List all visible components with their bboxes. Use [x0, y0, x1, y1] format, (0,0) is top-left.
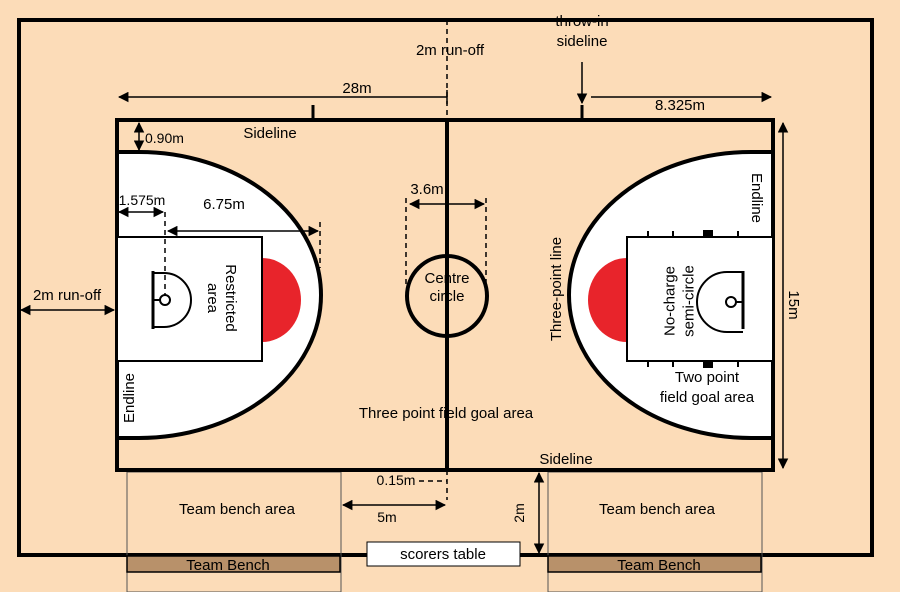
- restricted-semicircle-right: [588, 258, 627, 342]
- label-2m: 2m: [511, 503, 527, 522]
- label-width-15m: 15m: [785, 290, 802, 319]
- label-restricted-area: Restrictedarea: [204, 264, 239, 332]
- label-runoff-left: 2m run-off: [33, 287, 102, 304]
- restricted-semicircle-left: [262, 258, 301, 342]
- basket-right: [696, 271, 745, 333]
- label-015m: 0.15m: [377, 472, 416, 488]
- label-team-bench-left: Team Bench: [186, 557, 269, 574]
- label-endline-left: Endline: [121, 373, 138, 423]
- team-bench-left: [126, 555, 341, 573]
- label-090m: 0.90m: [145, 130, 184, 146]
- label-three-point-area: Three point field goal area: [359, 405, 534, 422]
- label-centre-diameter: 3.6m: [410, 181, 443, 198]
- key-left: [116, 236, 263, 362]
- label-scorers-table: scorers table: [400, 546, 486, 563]
- label-5m: 5m: [377, 509, 396, 525]
- label-team-bench-area-right: Team bench area: [599, 501, 716, 518]
- label-three-pt-radius: 6.75m: [203, 196, 245, 213]
- label-sideline-top: Sideline: [243, 125, 296, 142]
- centre-circle: [405, 254, 489, 338]
- label-sideline-bottom: Sideline: [539, 451, 592, 468]
- label-team-bench-area-left: Team bench area: [179, 501, 296, 518]
- label-runoff-top: 2m run-off: [416, 42, 485, 59]
- label-length-28m: 28m: [342, 80, 371, 97]
- lane-markers: [647, 230, 739, 368]
- scorers-table: [366, 541, 521, 567]
- label-1575m: 1.575m: [119, 192, 166, 208]
- dimension-arrows: [19, 62, 789, 555]
- label-team-bench-right: Team Bench: [617, 557, 700, 574]
- key-right: [626, 236, 774, 362]
- label-8325m: 8.325m: [655, 97, 705, 114]
- basket-left: [151, 271, 192, 329]
- label-endline-right: Endline: [748, 173, 765, 223]
- team-bench-right: [547, 555, 762, 573]
- label-three-point-line: Three-point line: [548, 237, 565, 341]
